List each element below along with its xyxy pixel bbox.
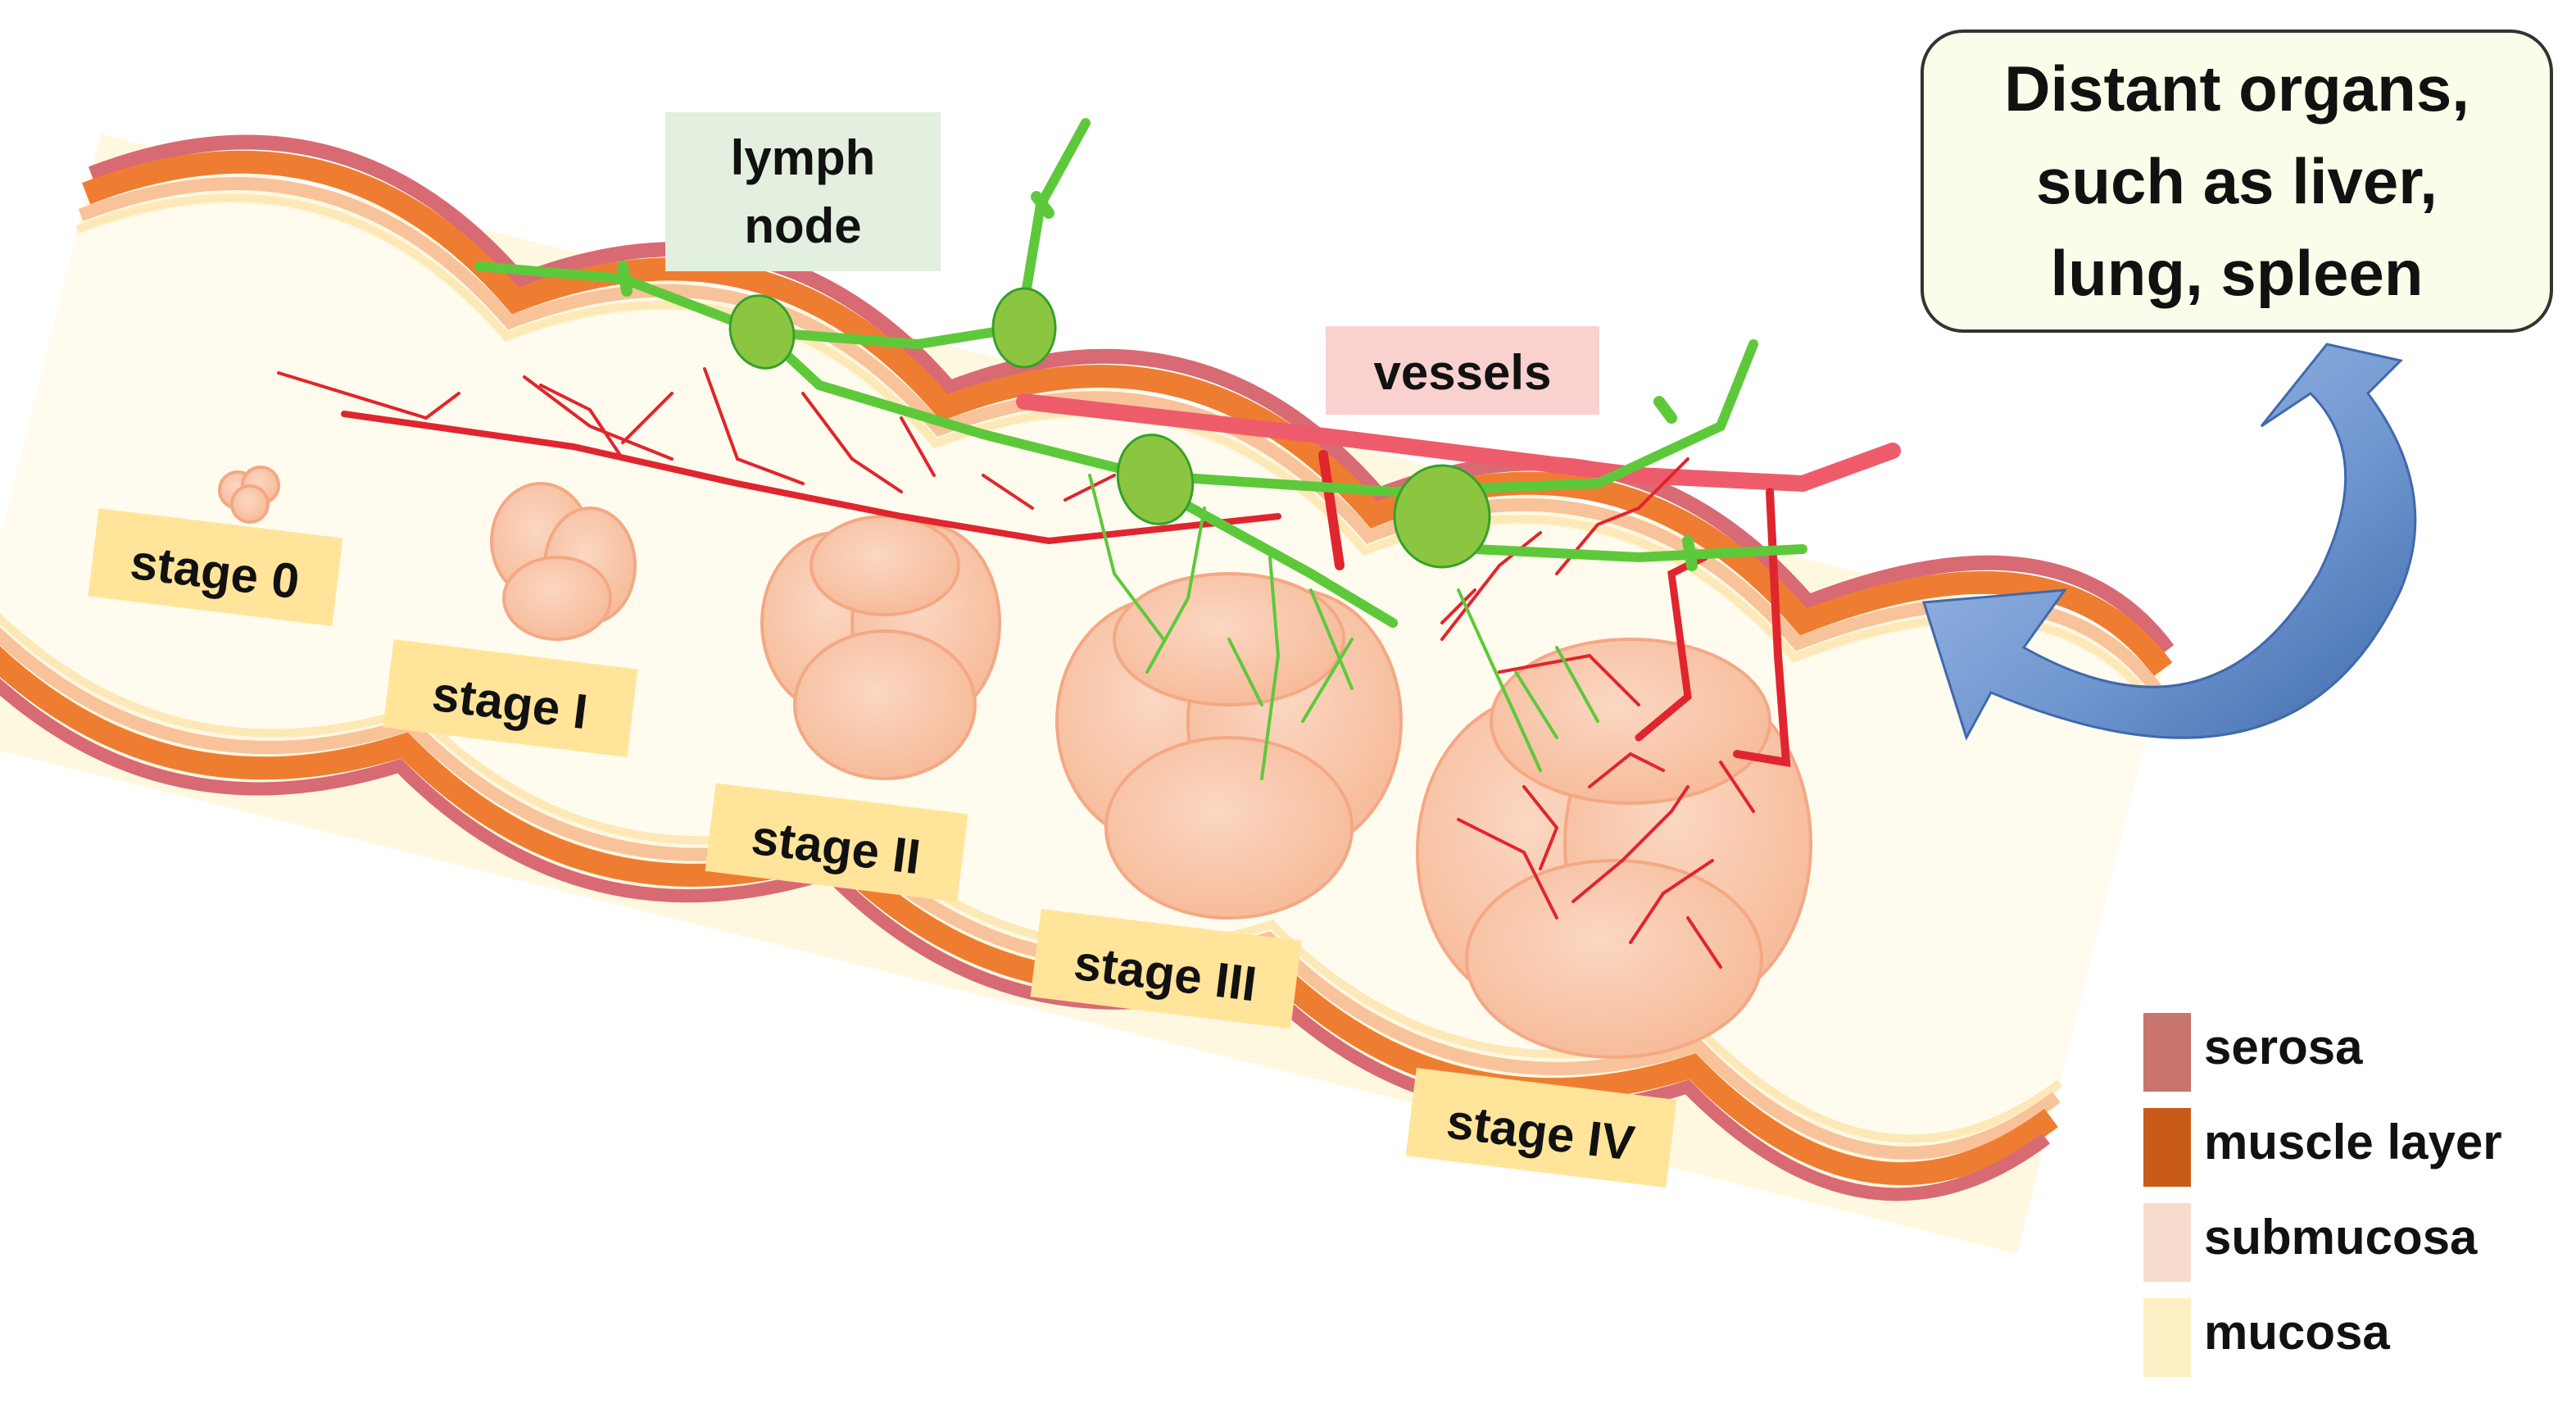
legend-item-muscle-layer: muscle layer: [2143, 1108, 2502, 1187]
stage-labels: stage 0 stage I stage II stage III stage…: [88, 508, 1677, 1188]
lymph-node-1: [728, 294, 796, 370]
vessel-drop-2: [1733, 488, 1791, 767]
lymph-node-label-line-1: lymph: [731, 130, 876, 185]
blood-vessels: [277, 367, 1901, 969]
svg-text:muscle layer: muscle layer: [2204, 1115, 2502, 1170]
upper-serosa: [88, 134, 2175, 654]
legend-item-serosa: serosa: [2143, 1013, 2363, 1092]
legend: serosa muscle layer submucosa mucosa: [2143, 1013, 2502, 1377]
upper-muscle-layer: [82, 150, 2173, 677]
stage-label-iii: stage III: [1030, 908, 1302, 1029]
lower-serosa: [0, 654, 2051, 1201]
vessel-branches: [277, 367, 1755, 969]
stage-label-ii: stage II: [705, 783, 968, 902]
lymph-node-3: [1116, 434, 1195, 525]
distant-organs-line-1: Distant organs,: [2004, 52, 2469, 125]
lymph-vessel-4: [1142, 479, 1398, 628]
distant-organs-box: Distant organs, such as liver, lung, spl…: [1921, 30, 2553, 333]
tumor-stage-0: [218, 466, 280, 524]
lower-muscle-layer: [0, 629, 2058, 1186]
tumor-stage-iii: [1055, 572, 1403, 920]
lymph-branches: [1088, 474, 1599, 780]
tumor-stage-i: [490, 482, 637, 641]
svg-text:mucosa: mucosa: [2204, 1305, 2390, 1360]
tumors: [218, 466, 1812, 1059]
lymph-valves: [617, 191, 1698, 571]
lower-submucosa: [0, 612, 2061, 1160]
legend-item-submucosa: submucosa: [2143, 1203, 2478, 1282]
tumor-stage-ii: [760, 515, 1001, 780]
stage-label-iv: stage IV: [1405, 1067, 1677, 1188]
stage-label-0: stage 0: [88, 508, 343, 626]
metastasis-arrow-icon: [1922, 343, 2417, 741]
upper-submucosa: [78, 176, 2163, 695]
lymphatic-system: [474, 118, 1807, 780]
lymph-nodes: [728, 287, 1491, 569]
lower-mucosa-line: [0, 600, 2063, 1143]
legend-item-mucosa: mucosa: [2143, 1298, 2390, 1377]
lymph-node-4: [1393, 464, 1491, 569]
vessel-drop-1: [1318, 450, 1345, 570]
svg-text:serosa: serosa: [2204, 1020, 2363, 1074]
distant-organs-line-3: lung, spleen: [2050, 237, 2423, 309]
lymph-node-label: lymph node: [665, 112, 941, 271]
lymph-node-label-line-2: node: [744, 198, 861, 253]
svg-text:submucosa: submucosa: [2204, 1210, 2478, 1265]
svg-text:vessels: vessels: [1374, 345, 1552, 400]
lymph-node-2: [991, 287, 1057, 369]
stage-label-i: stage I: [383, 639, 638, 757]
distant-organs-line-2: such as liver,: [2036, 145, 2438, 217]
vessel-main-light: [1016, 393, 1901, 493]
tumor-stage-iv: [1416, 638, 1812, 1059]
lymph-vessel-5: [1470, 544, 1807, 563]
lymph-vessel-3: [757, 327, 1758, 497]
vessel-main-dark: [341, 411, 1281, 545]
vessels-label: vessels: [1326, 326, 1599, 415]
